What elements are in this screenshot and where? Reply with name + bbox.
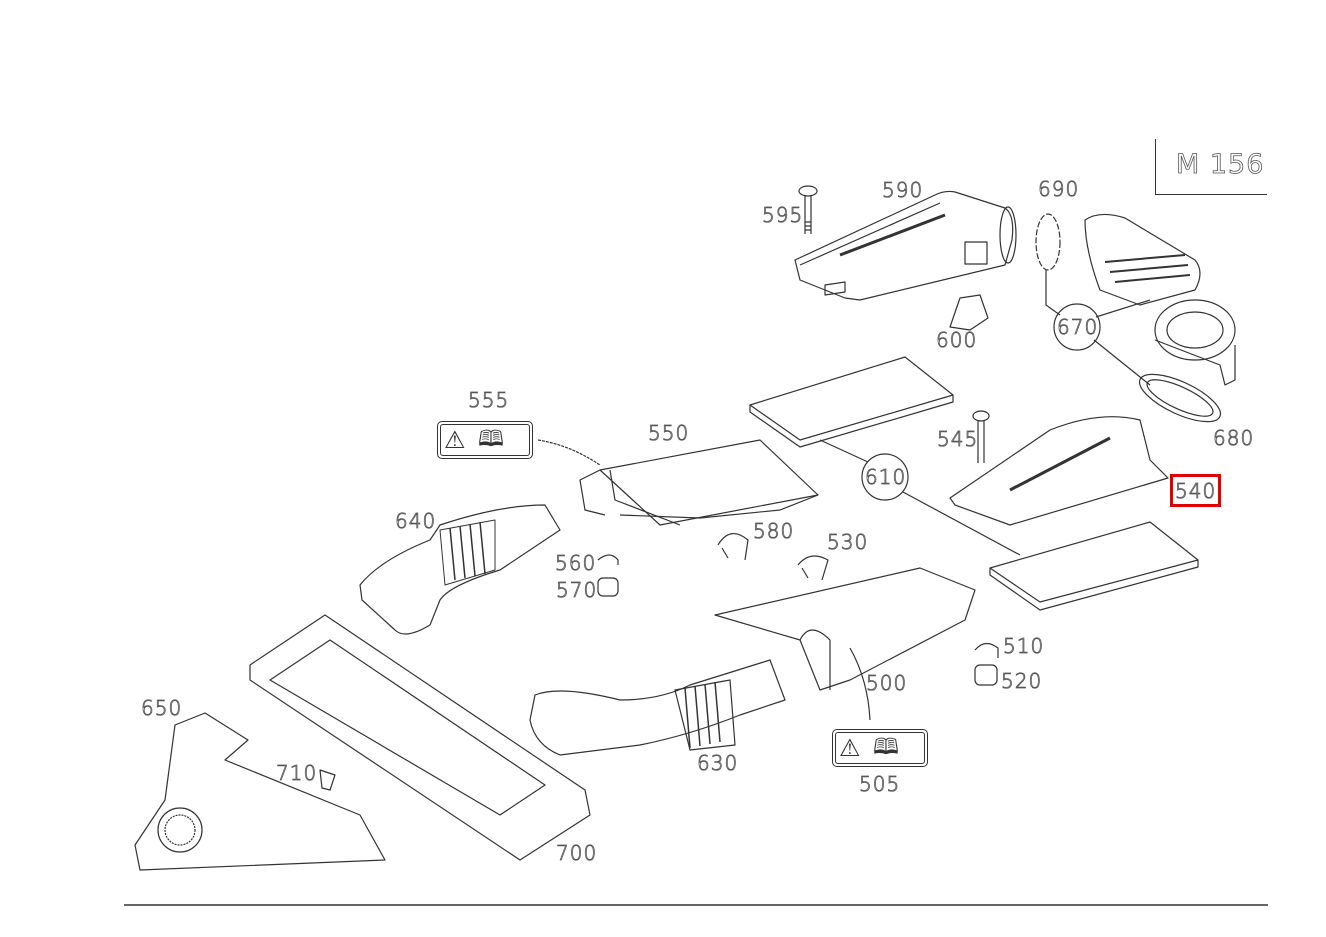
callout-650[interactable]: 650 — [141, 696, 183, 720]
intake-pipe-630[interactable] — [529, 659, 786, 756]
air-filter-box-500[interactable] — [714, 567, 976, 721]
clip-600-icon[interactable] — [949, 294, 989, 331]
callout-555[interactable]: 555 — [468, 388, 510, 412]
service-manual-icon: 🕮 — [873, 735, 899, 760]
callout-510[interactable]: 510 — [1003, 634, 1045, 658]
warning-label-frame — [835, 732, 925, 764]
underbody-panel-700[interactable] — [249, 614, 591, 861]
callout-505[interactable]: 505 — [859, 772, 901, 796]
callout-530[interactable]: 530 — [827, 530, 869, 554]
air-filter-housing-cover-540[interactable] — [949, 416, 1169, 526]
callout-670[interactable]: 670 — [1057, 315, 1099, 339]
callout-545[interactable]: 545 — [937, 427, 979, 451]
warning-label-555[interactable]: ⚠ 🕮 — [437, 421, 533, 459]
sleeve-570-icon[interactable] — [597, 577, 619, 597]
clip-710-icon[interactable] — [319, 769, 336, 791]
sleeve-520-icon[interactable] — [974, 664, 998, 686]
air-filter-element-lower-610[interactable] — [989, 521, 1199, 611]
callout-640[interactable]: 640 — [395, 509, 437, 533]
callout-610[interactable]: 610 — [865, 465, 907, 489]
callout-500[interactable]: 500 — [866, 671, 908, 695]
callout-680[interactable]: 680 — [1213, 426, 1255, 450]
callout-560[interactable]: 560 — [555, 551, 597, 575]
callout-710[interactable]: 710 — [276, 761, 318, 785]
callout-630[interactable]: 630 — [697, 751, 739, 775]
callout-540[interactable]: 540 — [1175, 479, 1217, 503]
high-voltage-warning-icon: ⚠ — [839, 734, 861, 762]
clip-530-icon[interactable] — [797, 555, 829, 581]
clamp-690-icon[interactable] — [1035, 213, 1061, 316]
air-filter-housing-550[interactable] — [579, 439, 819, 526]
engine-code-box: M 156 — [1155, 139, 1267, 195]
callout-690[interactable]: 690 — [1038, 177, 1080, 201]
warning-label-505[interactable]: ⚠ 🕮 — [832, 729, 928, 767]
callout-580[interactable]: 580 — [753, 519, 795, 543]
engine-code: M 156 — [1176, 149, 1265, 181]
selected-part-highlight — [1170, 474, 1221, 507]
high-voltage-warning-icon: ⚠ — [444, 426, 466, 454]
gasket-680-icon[interactable] — [1133, 365, 1226, 431]
air-filter-housing-cover-590[interactable] — [794, 190, 1017, 301]
callout-550[interactable]: 550 — [648, 421, 690, 445]
callout-590[interactable]: 590 — [882, 178, 924, 202]
clamp-510-icon[interactable] — [974, 642, 999, 658]
service-manual-icon: 🕮 — [478, 427, 504, 452]
callout-570[interactable]: 570 — [556, 578, 598, 602]
air-filter-element-upper-610[interactable] — [749, 356, 954, 448]
bottom-divider — [124, 904, 1268, 906]
intake-duct-upper-icon[interactable] — [1084, 213, 1236, 386]
callout-595[interactable]: 595 — [762, 203, 804, 227]
callout-700[interactable]: 700 — [556, 841, 598, 865]
intake-pipe-640[interactable] — [359, 504, 561, 635]
clip-580-icon[interactable] — [717, 533, 749, 561]
bolt-595-icon[interactable] — [798, 185, 818, 234]
clamp-560-icon[interactable] — [597, 554, 619, 565]
callout-520[interactable]: 520 — [1001, 669, 1043, 693]
callout-600[interactable]: 600 — [936, 328, 978, 352]
bolt-545-icon[interactable] — [972, 410, 990, 463]
engine-cover-650[interactable] — [134, 712, 386, 871]
warning-label-frame — [440, 424, 530, 456]
